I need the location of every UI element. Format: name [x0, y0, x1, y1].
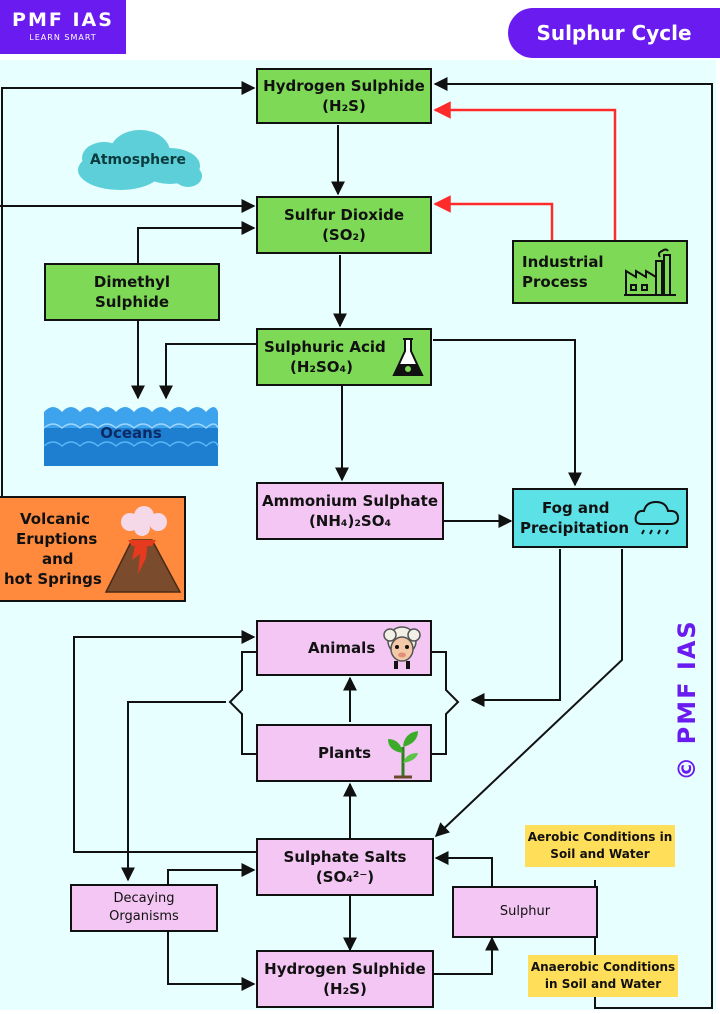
node-sulphur: Sulphur: [452, 886, 598, 938]
sheep-icon: [383, 626, 421, 669]
node-label: Dimethyl: [93, 272, 171, 291]
node-label: Fog and: [542, 498, 610, 517]
arrow-biota-to-decaying: [121, 701, 226, 882]
note-line-2: Soil and Water: [550, 847, 650, 861]
factory-icon: [624, 248, 676, 296]
node-label: Animals: [308, 638, 376, 657]
note-line-2: in Soil and Water: [544, 977, 662, 991]
bracket-left: [228, 651, 256, 755]
node-label: Hydrogen Sulphide: [264, 959, 426, 978]
node-formula: (SO₄²⁻): [315, 868, 375, 886]
node-label: Decaying: [113, 891, 175, 907]
node-label-3: and: [42, 550, 74, 568]
node-formula: (NH₄)₂SO₄: [308, 512, 392, 530]
node-ammonium-sulphate: Ammonium Sulphate (NH₄)₂SO₄: [256, 482, 444, 540]
node-label: Volcanic: [20, 509, 90, 528]
atmosphere-cloud: [78, 130, 202, 190]
rain-cloud-icon: [634, 500, 680, 535]
node-hydrogen-sulphide-top: Hydrogen Sulphide (H₂S): [256, 68, 432, 124]
arrow-dms-to-so2: [137, 221, 256, 263]
node-label: Ammonium Sulphate: [261, 491, 439, 510]
node-label: Sulfur Dioxide: [283, 205, 405, 224]
arrow-fog-to-biota: [470, 549, 561, 707]
arrow-sulphate-to-animals: [73, 630, 256, 853]
node-sulphate-salts: Sulphate Salts (SO₄²⁻): [256, 838, 434, 896]
node-label-2: Sulphide: [94, 293, 170, 311]
arrow-decaying-to-sulphate: [167, 863, 256, 884]
logo-name: PMF IAS: [12, 9, 114, 31]
node-formula: (SO₂): [322, 226, 366, 244]
node-hydrogen-sulphide-bottom: Hydrogen Sulphide (H₂S): [256, 950, 434, 1008]
node-label-2: Eruptions: [16, 529, 98, 548]
node-label: Sulphur: [499, 904, 551, 920]
node-formula: (H₂S): [322, 97, 366, 115]
arrow-volcanic-to-h2s: [1, 81, 256, 496]
note-line-1: Aerobic Conditions in: [527, 830, 673, 845]
node-dimethyl-sulphide: Dimethyl Sulphide: [44, 263, 220, 321]
oceans-graphic: [43, 407, 219, 466]
title-banner: Sulphur Cycle: [508, 8, 720, 58]
oceans-label: Oceans: [100, 424, 162, 442]
page-title: Sulphur Cycle: [536, 21, 692, 45]
node-industrial-process: Industrial Process: [512, 240, 688, 304]
node-sulphuric-acid: Sulphuric Acid (H₂SO₄): [256, 328, 432, 386]
node-fog-and-precipitation: Fog and Precipitation: [512, 488, 688, 548]
note-anaerobic-conditions: Anaerobic Conditions in Soil and Water: [528, 955, 678, 997]
bracket-right: [432, 651, 460, 755]
note-line-1: Anaerobic Conditions: [530, 960, 676, 975]
node-label-2: Precipitation: [520, 519, 630, 537]
logo-tagline: LEARN SMART: [29, 33, 97, 42]
node-label-2: Process: [522, 273, 588, 291]
node-label-2: Organisms: [109, 909, 179, 924]
node-label: Sulphuric Acid: [264, 337, 386, 356]
atmosphere-label: Atmosphere: [90, 152, 186, 168]
arrow-industrial-to-h2s: [433, 101, 617, 240]
node-animals: Animals: [256, 620, 432, 676]
node-formula: (H₂SO₄): [290, 358, 353, 376]
arrow-h2so4-to-oceans: [159, 343, 256, 400]
arrow-sulphur-to-sulphate: [434, 851, 493, 886]
arrow-h2so4-to-fog: [433, 339, 582, 487]
node-plants: Plants: [256, 724, 432, 782]
note-aerobic-conditions: Aerobic Conditions in Soil and Water: [525, 825, 675, 867]
node-decaying-organisms: Decaying Organisms: [70, 884, 218, 932]
arrow-h2s-to-sulphur: [434, 936, 499, 975]
node-volcanic-eruptions: Volcanic Eruptions and hot Springs: [0, 496, 186, 602]
node-label: Industrial: [522, 252, 604, 271]
chemical-flask-icon: [392, 338, 424, 376]
plant-icon: [388, 731, 418, 779]
node-label: Plants: [318, 743, 372, 762]
arrow-fog-to-sulphate: [434, 549, 623, 837]
node-label: Sulphate Salts: [283, 847, 407, 866]
node-sulfur-dioxide: Sulfur Dioxide (SO₂): [256, 196, 432, 254]
node-label: Hydrogen Sulphide: [263, 76, 425, 95]
volcano-icon: [104, 506, 182, 593]
node-label-4: hot Springs: [4, 570, 102, 589]
arrow-decaying-to-h2s: [167, 932, 256, 991]
logo: PMF IAS LEARN SMART: [0, 0, 126, 54]
watermark: © PMF IAS: [673, 619, 701, 781]
arrow-industrial-to-so2: [433, 195, 554, 240]
node-formula: (H₂S): [323, 980, 367, 998]
